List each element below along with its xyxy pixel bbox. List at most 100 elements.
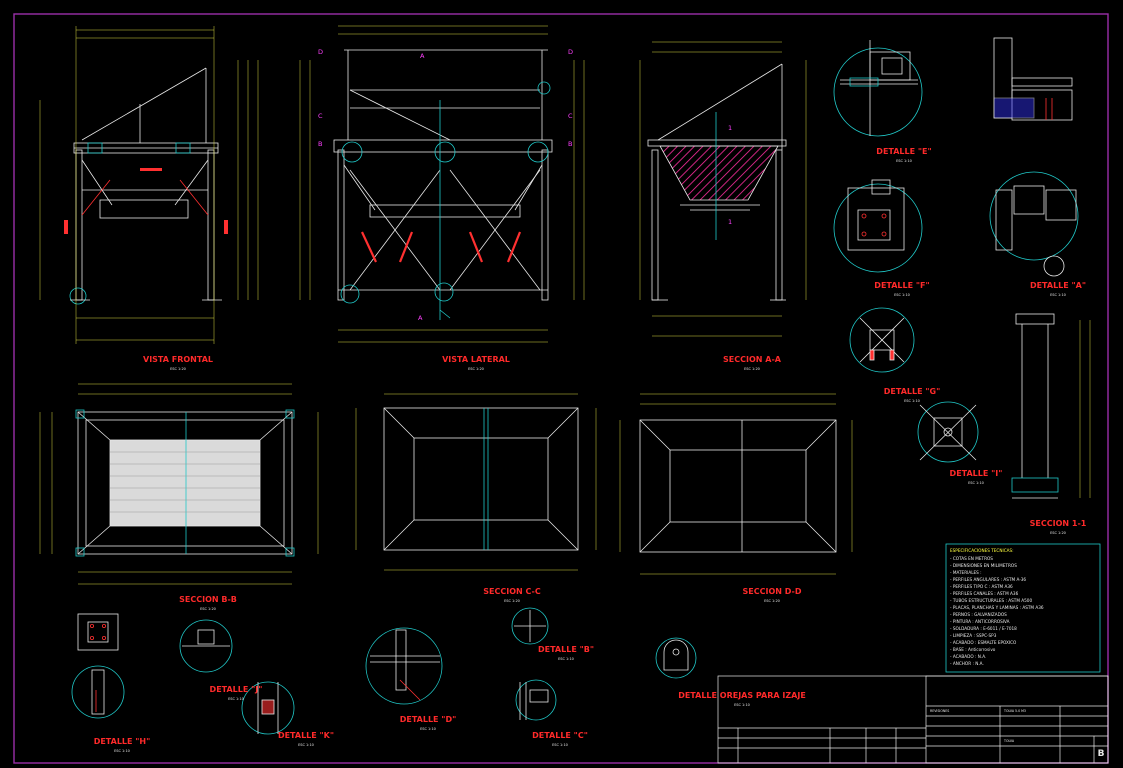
detalle-a-scale: ESC 1:10 bbox=[1050, 293, 1066, 297]
marker-a-top: A bbox=[420, 52, 425, 60]
detalle-orejas-title: DETALLE OREJAS PARA IZAJE bbox=[678, 691, 806, 700]
detalle-j-title: DETALLE "J" bbox=[210, 685, 263, 694]
titleblock-sheet-letter: B bbox=[1098, 749, 1105, 759]
seccion-cc-scale: ESC 1:20 bbox=[504, 599, 520, 603]
sheet-border bbox=[13, 13, 1109, 764]
vista-lateral-scale: ESC 1:20 bbox=[468, 367, 484, 371]
notes-line: - TUBOS ESTRUCTURALES : ASTM A500 bbox=[950, 598, 1032, 603]
notes-line: - MATERIALES : bbox=[950, 570, 982, 575]
seccion-dd-scale: ESC 1:20 bbox=[764, 599, 780, 603]
titleblock-frame bbox=[717, 675, 1109, 764]
detalle-h-drawing bbox=[71, 613, 125, 719]
marker-1-top: 1 bbox=[728, 124, 732, 132]
notes-line: - BASE : Anticorrosivo bbox=[950, 647, 996, 652]
seccion-bb-drawing bbox=[75, 409, 295, 557]
detalle-j-scale: ESC 1:10 bbox=[228, 697, 244, 701]
seccion-cc-drawing bbox=[383, 407, 579, 551]
notes-line: - ACABADO : N.A. bbox=[950, 654, 986, 659]
notes-line: - ACABADO : ESMALTE EPOXICO bbox=[950, 640, 1017, 645]
detalle-i-scale: ESC 1:10 bbox=[968, 481, 984, 485]
notes-line: - ANCHOR : N.A. bbox=[950, 661, 984, 666]
seccion-11-drawing bbox=[1011, 313, 1091, 499]
detalle-b-drawing bbox=[511, 607, 549, 645]
detalle-c-title: DETALLE "C" bbox=[532, 731, 588, 740]
marker-b-right: B bbox=[568, 140, 572, 148]
seccion-bb-scale: ESC 1:20 bbox=[200, 607, 216, 611]
seccion-aa-scale: ESC 1:20 bbox=[744, 367, 760, 371]
seccion-11-title: SECCION 1-1 bbox=[1030, 519, 1087, 528]
detalle-k-scale: ESC 1:10 bbox=[298, 743, 314, 747]
marker-c-right: C bbox=[568, 112, 573, 120]
detalle-e-title: DETALLE "E" bbox=[876, 147, 931, 156]
detalle-i-title: DETALLE "I" bbox=[950, 469, 1003, 478]
vista-lateral-drawing bbox=[333, 49, 553, 320]
seccion-aa-drawing bbox=[647, 63, 787, 301]
notes-line: - PERFILES TIPO C : ASTM A36 bbox=[950, 584, 1013, 589]
vista-frontal-dimensions bbox=[39, 26, 259, 344]
notes-line: - COTAS EN METROS bbox=[950, 556, 993, 561]
detalle-d-drawing bbox=[365, 627, 443, 705]
detalle-a-drawing bbox=[989, 171, 1079, 277]
detalle-b-scale: ESC 1:10 bbox=[558, 657, 574, 661]
notes-heading: ESPECIFICACIONES TECNICAS: bbox=[950, 548, 1014, 553]
detalle-e-drawing bbox=[833, 40, 923, 137]
detalle-orejas-scale: ESC 1:10 bbox=[734, 703, 750, 707]
seccion-aa-title: SECCION A-A bbox=[723, 355, 782, 364]
seccion-11-scale: ESC 1:20 bbox=[1050, 531, 1066, 535]
detalle-j-drawing bbox=[179, 619, 233, 673]
detalle-orejas-drawing bbox=[655, 637, 697, 679]
notes-box bbox=[945, 543, 1101, 673]
detalle-k-drawing bbox=[241, 681, 295, 735]
seccion-bb-title: SECCION B-B bbox=[179, 595, 237, 604]
detalle-e-right bbox=[993, 37, 1073, 121]
notes-line: - PERFILES ANGULARES : ASTM A-36 bbox=[950, 577, 1026, 582]
detalle-b-title: DETALLE "B" bbox=[538, 645, 594, 654]
notes-line: - SOLDADURA : E-6011 / E-7018 bbox=[950, 626, 1017, 631]
seccion-dd-dimensions bbox=[619, 393, 853, 575]
marker-d-right: D bbox=[568, 48, 573, 56]
detalle-h-scale: ESC 1:10 bbox=[114, 749, 130, 753]
detalle-f-scale: ESC 1:10 bbox=[894, 293, 910, 297]
notes-line: - PERFILES CANALES : ASTM A36 bbox=[950, 591, 1019, 596]
detalle-h-title: DETALLE "H" bbox=[94, 737, 151, 746]
vista-frontal-redmarks bbox=[64, 168, 228, 234]
marker-b-left: B bbox=[318, 140, 322, 148]
detalle-g-drawing bbox=[849, 307, 915, 373]
vista-lateral-hatch-braces bbox=[361, 231, 522, 263]
seccion-aa-dimensions bbox=[639, 41, 807, 337]
seccion-cc-title: SECCION C-C bbox=[483, 587, 541, 596]
notes-line: - LIMPIEZA : SSPC-SP3 bbox=[950, 633, 997, 638]
detalle-d-title: DETALLE "D" bbox=[400, 715, 457, 724]
vista-lateral-dimensions bbox=[299, 25, 585, 343]
vista-frontal-scale: ESC 1:20 bbox=[170, 367, 186, 371]
detalle-f-drawing bbox=[833, 179, 923, 273]
notes-line: - DIMENSIONES EN MILIMETROS bbox=[950, 563, 1017, 568]
vista-lateral-title: VISTA LATERAL bbox=[442, 355, 510, 364]
vista-frontal-title: VISTA FRONTAL bbox=[143, 355, 213, 364]
detalle-g-title: DETALLE "G" bbox=[884, 387, 940, 396]
notes-line: - PLACAS, PLANCHAS Y LAMINAS : ASTM A36 bbox=[950, 605, 1044, 610]
marker-d-left: D bbox=[318, 48, 323, 56]
seccion-bb-grating bbox=[110, 451, 260, 513]
detalle-c-drawing bbox=[515, 679, 557, 721]
marker-a-bottom: A bbox=[418, 314, 423, 322]
detalle-c-scale: ESC 1:10 bbox=[552, 743, 568, 747]
detalle-d-scale: ESC 1:10 bbox=[420, 727, 436, 731]
detalle-a-title: DETALLE "A" bbox=[1030, 281, 1086, 290]
titleblock-revisions: REVISIONES bbox=[930, 709, 949, 713]
detalle-e-scale: ESC 1:10 bbox=[896, 159, 912, 163]
seccion-dd-drawing bbox=[639, 419, 837, 553]
notes-line: - PERNOS : GALVANIZADOS bbox=[950, 612, 1007, 617]
detalle-i-drawing bbox=[917, 401, 979, 463]
detalle-k-title: DETALLE "K" bbox=[278, 731, 334, 740]
seccion-cc-dimensions bbox=[355, 393, 597, 571]
detalle-f-title: DETALLE "F" bbox=[874, 281, 929, 290]
notes-line: - PINTURA : ANTICORROSIVA bbox=[950, 619, 1010, 624]
seccion-bb-dimensions bbox=[39, 383, 319, 585]
marker-c-left: C bbox=[318, 112, 323, 120]
titleblock-code: TOLVA bbox=[1003, 739, 1015, 743]
marker-1-bottom: 1 bbox=[728, 218, 732, 226]
detalle-g-scale: ESC 1:10 bbox=[904, 399, 920, 403]
vista-frontal-drawing bbox=[69, 67, 222, 305]
